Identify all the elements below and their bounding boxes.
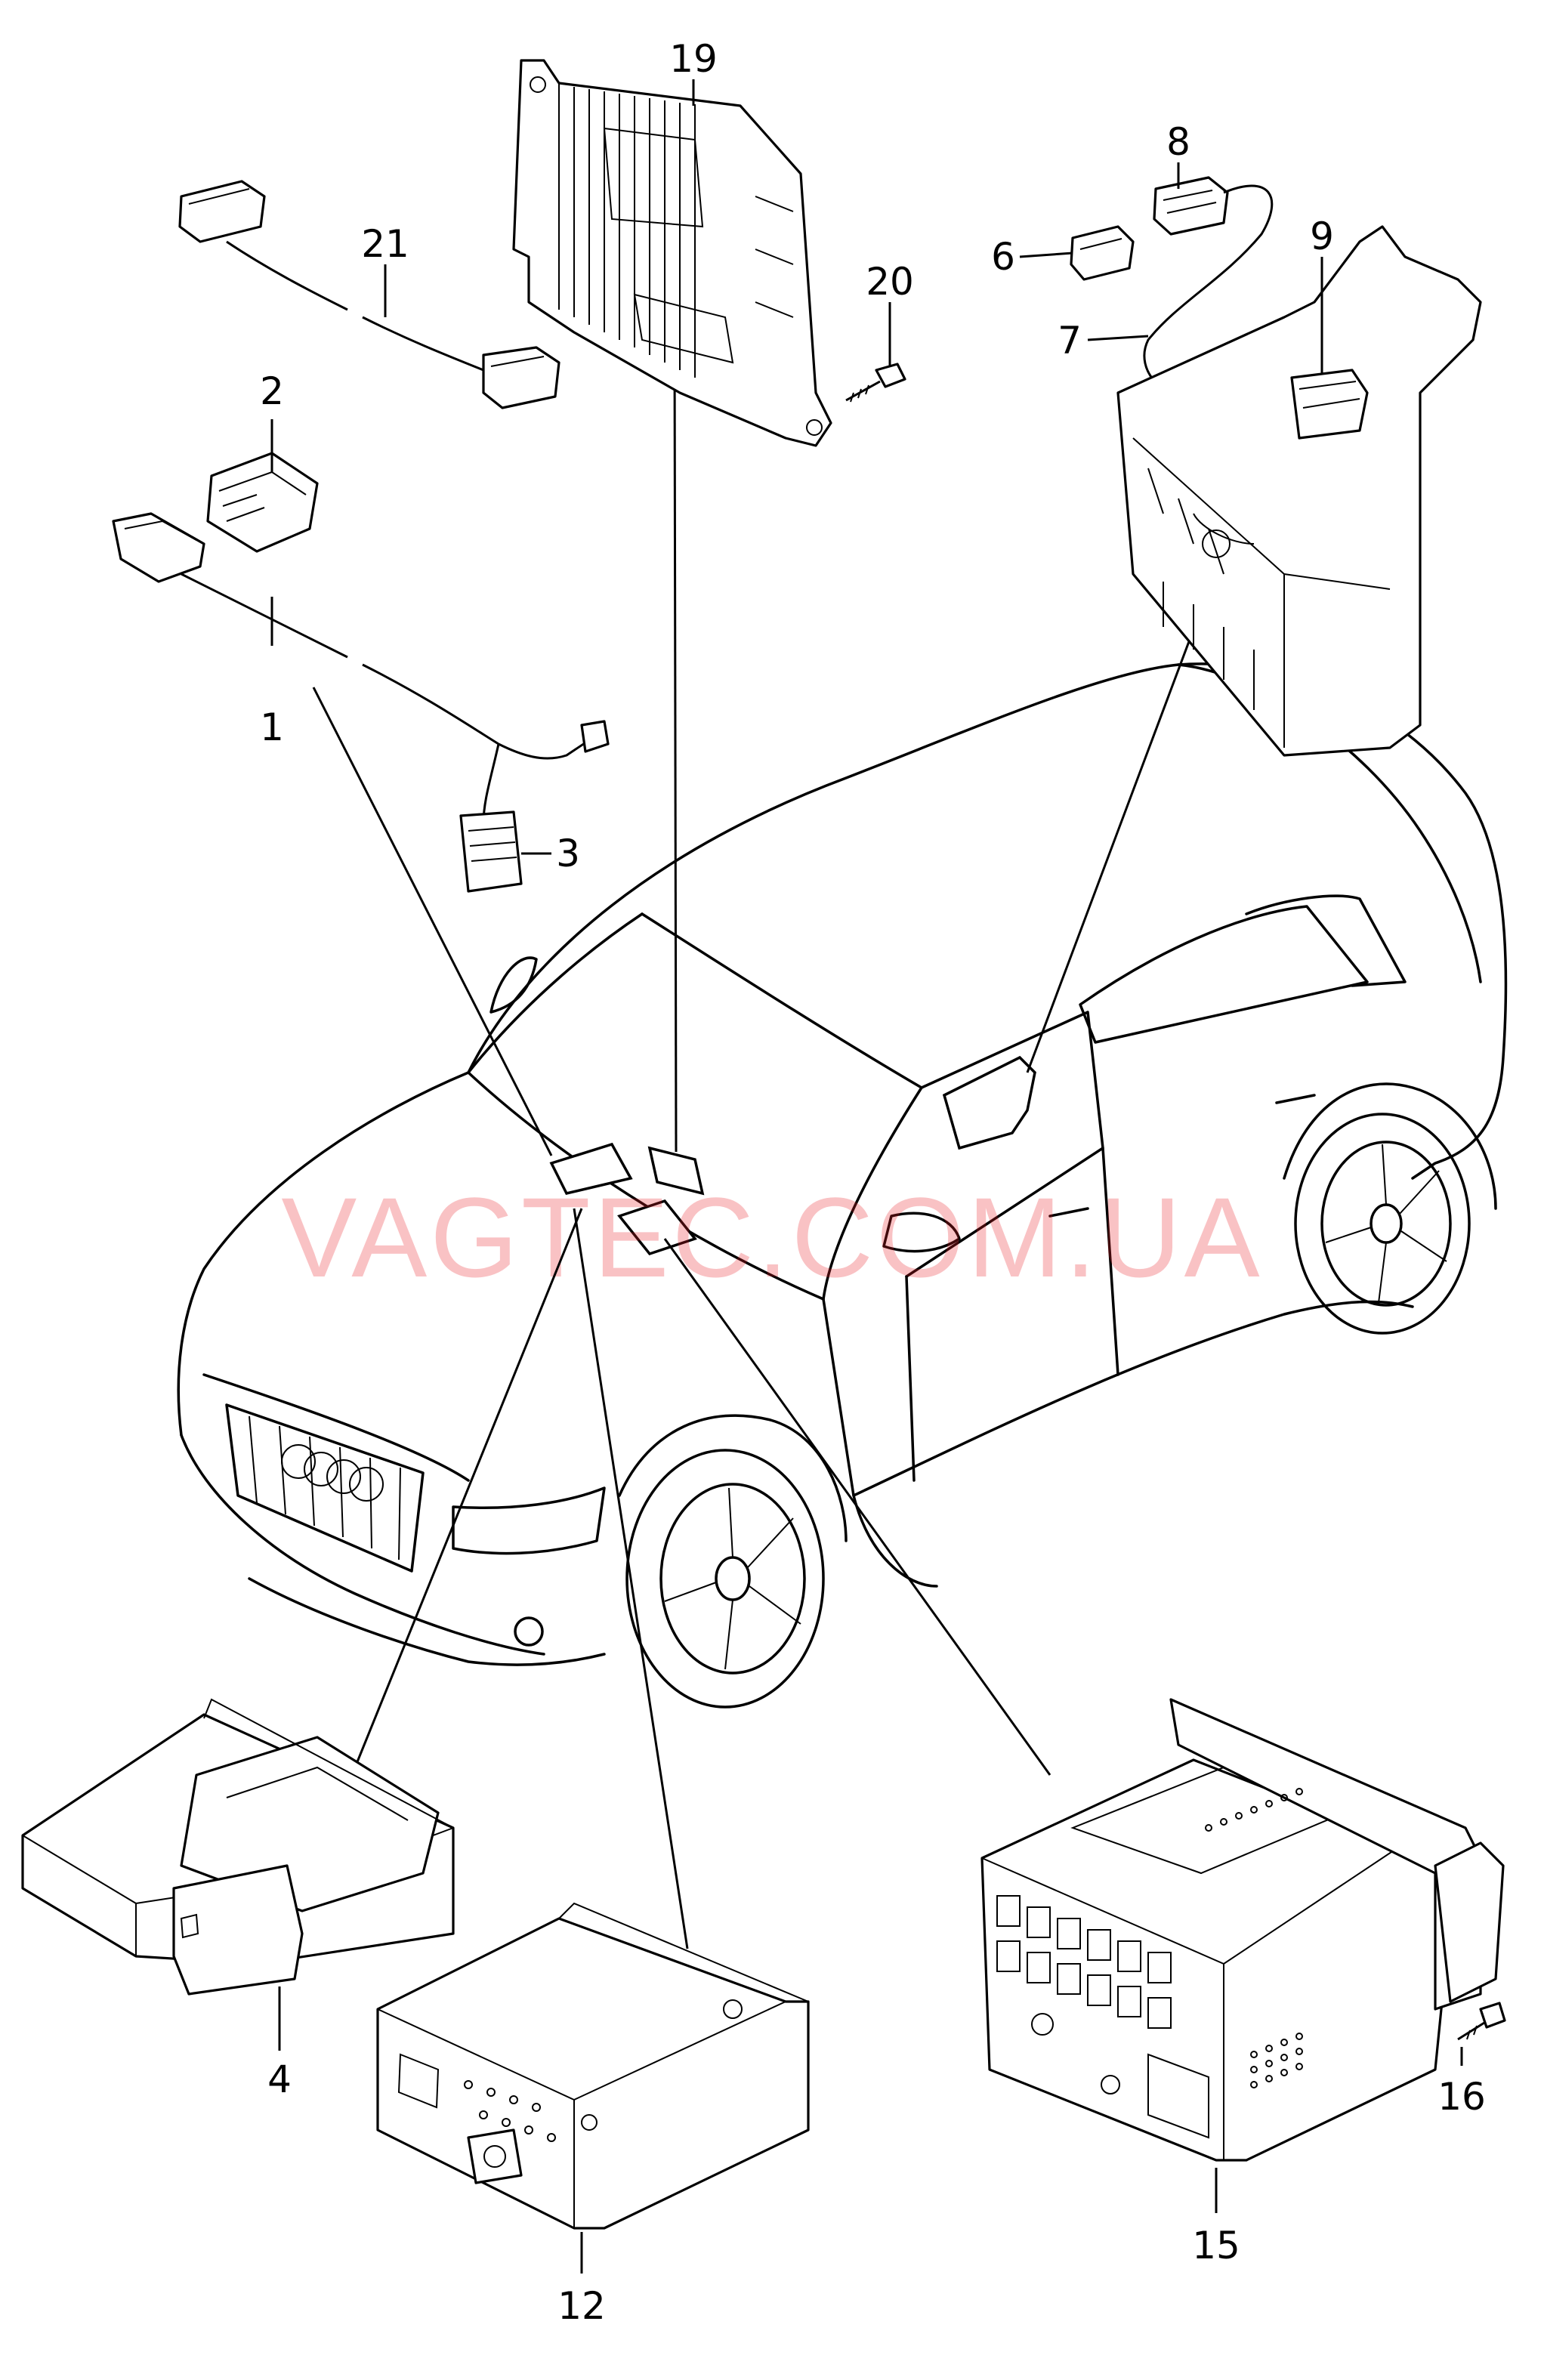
part-20-bolt [845,363,906,403]
part-1-harness [112,512,610,893]
part-3-connector [459,810,523,893]
part-16-screw [1457,2002,1506,2041]
callout-12: 12 [557,2284,606,2328]
location-marker-b [647,1146,705,1196]
part-6-connector [1070,225,1135,281]
location-marker-c [617,1199,697,1256]
car-illustration [177,662,1508,1709]
part-9-bracket [1116,225,1482,757]
part-2-connector [206,452,319,553]
callout-7: 7 [1058,319,1082,363]
callout-19: 19 [669,37,718,81]
part-21-cable [178,180,560,409]
callout-9: 9 [1310,215,1334,258]
part-15-nav-unit [980,1698,1505,2162]
callout-leaders [270,79,1463,2274]
part-8-connector [1153,176,1229,236]
callout-8: 8 [1166,120,1190,164]
part-12-radio [376,1902,810,2230]
callout-4: 4 [267,2057,292,2101]
callout-20: 20 [866,260,914,304]
callout-2: 2 [260,369,284,413]
location-marker-a [549,1142,633,1196]
callout-21: 21 [361,222,409,266]
location-marker-d [942,1055,1036,1150]
watermark: VAGTEC.COM.UA [281,1174,1262,1301]
part-19-module [512,59,832,447]
part-4-unit [21,1698,455,1996]
callout-16: 16 [1437,2075,1486,2119]
callout-3: 3 [556,832,580,875]
callout-labels: 21 2 1 3 6 7 8 9 19 20 4 12 15 16 [260,37,1486,2328]
callout-6: 6 [991,235,1015,279]
callout-1: 1 [260,705,284,749]
leader-lines [312,339,1210,1949]
callout-15: 15 [1192,2224,1240,2267]
